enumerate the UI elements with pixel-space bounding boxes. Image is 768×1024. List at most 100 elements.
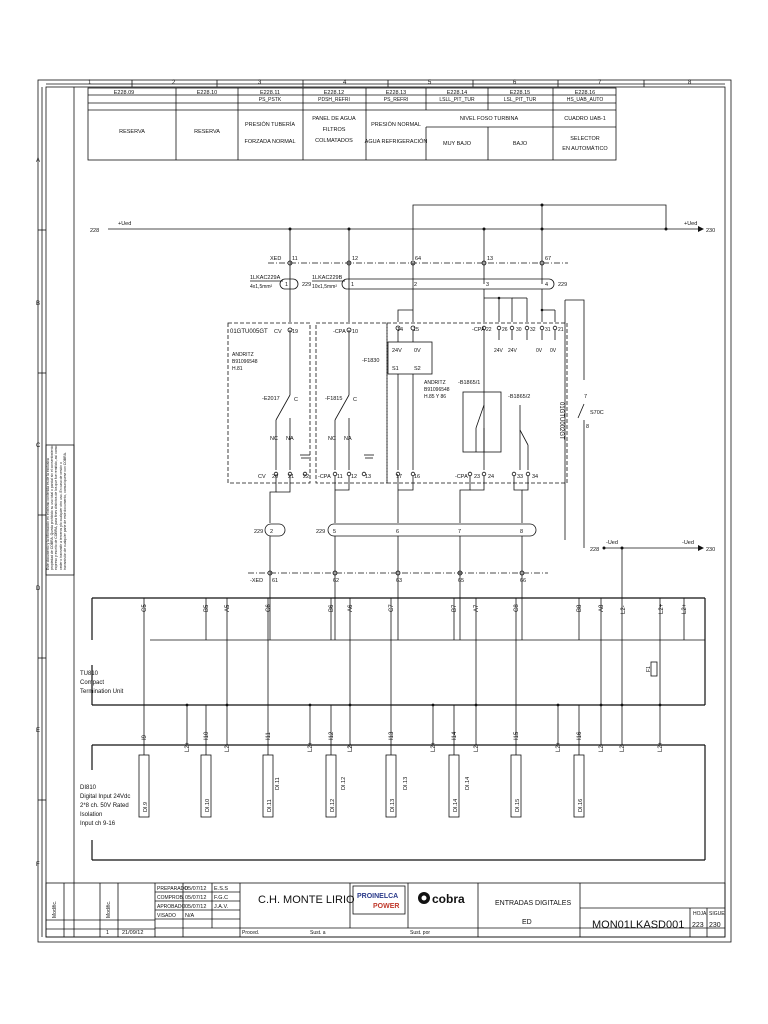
svg-text:01GTU005GT: 01GTU005GT	[230, 329, 268, 335]
svg-text:14: 14	[397, 327, 403, 333]
svg-text:DI.13: DI.13	[390, 799, 396, 812]
svg-text:12: 12	[351, 474, 357, 480]
bus-plus-ued-left: +Ued	[118, 221, 131, 227]
sheet-number: 223	[692, 922, 704, 929]
svg-text:I13: I13	[389, 731, 395, 740]
svg-text:PREPARADO: PREPARADO	[157, 886, 188, 892]
svg-text:Modific.: Modific.	[52, 901, 58, 918]
svg-text:DI.12: DI.12	[330, 799, 336, 812]
hdr-tag-8: HS_UAB_AUTO	[567, 97, 604, 103]
drawing-frame	[37, 79, 732, 943]
svg-text:I12: I12	[329, 731, 335, 740]
svg-text:H.85 Y 86: H.85 Y 86	[424, 394, 446, 400]
svg-text:-B1865/1: -B1865/1	[458, 380, 480, 386]
bus-right-ref: 230	[706, 228, 715, 234]
col-label-7: 7	[598, 80, 602, 86]
svg-text:CV: CV	[274, 329, 282, 335]
svg-text:-CPA: -CPA	[455, 474, 468, 480]
svg-text:01GTU002GT: 01GTU002GT	[558, 402, 564, 440]
svg-text:L2-: L2-	[348, 743, 354, 752]
device-box-01gtu005gt: 01GTU005GT ANDRITZ B91096548 H.81 CV 19 …	[227, 322, 388, 484]
next-sheet-number: 230	[709, 922, 721, 929]
svg-text:0V: 0V	[414, 348, 421, 354]
signal-header-table: E228.09 E228.10 E228.11 E228.12 E228.13 …	[87, 87, 617, 161]
svg-text:I16: I16	[577, 731, 583, 740]
hdr-desc-4b: FILTROS	[323, 127, 346, 133]
svg-text:C5: C5	[142, 604, 148, 612]
svg-text:11: 11	[337, 474, 343, 480]
svg-text:228: 228	[590, 547, 599, 553]
svg-text:5: 5	[333, 529, 336, 535]
svg-text:SIGUE: SIGUE	[709, 911, 725, 917]
svg-text:APROBADO: APROBADO	[157, 904, 185, 910]
svg-text:NA: NA	[344, 436, 352, 442]
svg-text:HOJA: HOJA	[693, 911, 707, 917]
svg-text:B7: B7	[452, 604, 458, 612]
hdr-desc-7: BAJO	[513, 141, 528, 147]
title-block: Modific. Modific. 1 21/09/12 PREPARADO C…	[45, 882, 726, 938]
svg-text:65: 65	[458, 578, 464, 584]
hdr-code-2: E228.10	[197, 90, 218, 96]
svg-text:S1: S1	[392, 366, 399, 372]
svg-text:-B1865/2: -B1865/2	[508, 394, 530, 400]
svg-text:ANDRITZ: ANDRITZ	[424, 380, 446, 386]
svg-text:21: 21	[288, 474, 294, 480]
svg-text:Sust. a: Sust. a	[310, 930, 326, 936]
svg-text:F1: F1	[646, 666, 652, 672]
svg-text:I9: I9	[142, 734, 148, 740]
svg-text:C6: C6	[266, 604, 272, 612]
svg-text:I11: I11	[266, 731, 272, 740]
svg-text:61: 61	[272, 578, 278, 584]
hdr-desc-8b: SELECTOR	[570, 136, 600, 142]
document-number: MON01LKASD001	[592, 919, 684, 931]
hdr-desc-8c: EN AUTOMÁTICO	[562, 145, 608, 152]
hdr-desc-2: RESERVA	[194, 129, 220, 135]
sheet-title: ENTRADAS DIGITALES	[495, 900, 571, 907]
hdr-desc-6: MUY BAJO	[443, 141, 472, 147]
svg-text:10: 10	[352, 329, 358, 335]
svg-text:0V: 0V	[536, 348, 543, 354]
svg-text:C8: C8	[514, 604, 520, 612]
svg-text:7: 7	[584, 394, 587, 400]
svg-text:2*8 ch. 50V Rated: 2*8 ch. 50V Rated	[80, 803, 129, 809]
di810-digital-input-module: DI810 Digital Input 24Vdc 2*8 ch. 50V Ra…	[80, 705, 706, 861]
row-label-e: E	[36, 728, 40, 734]
row-label-d: D	[36, 586, 41, 592]
svg-text:L2-: L2-	[620, 743, 626, 752]
svg-text:H.81: H.81	[232, 366, 243, 372]
cable-a-name: 1LKAC229A	[250, 275, 281, 281]
svg-text:22: 22	[486, 327, 492, 333]
row-label-a: A	[36, 158, 40, 164]
svg-text:30: 30	[516, 327, 522, 333]
svg-text:4: 4	[545, 282, 548, 288]
svg-text:C: C	[353, 397, 357, 403]
svg-text:E.S.S: E.S.S	[214, 886, 228, 892]
svg-text:DI.15: DI.15	[515, 799, 521, 812]
svg-text:DI.10: DI.10	[205, 799, 211, 812]
svg-text:24: 24	[488, 474, 494, 480]
svg-text:Compact: Compact	[80, 680, 104, 686]
proinelca-logo	[352, 885, 406, 915]
svg-text:8: 8	[586, 424, 589, 430]
svg-text:B8: B8	[577, 604, 583, 612]
svg-text:62: 62	[333, 578, 339, 584]
svg-text:F.G.C: F.G.C	[214, 895, 228, 901]
svg-text:B91096548: B91096548	[232, 359, 258, 365]
svg-text:NC: NC	[328, 436, 336, 442]
svg-text:12: 12	[352, 256, 358, 262]
svg-text:1: 1	[285, 282, 288, 288]
svg-text:C: C	[294, 397, 298, 403]
svg-text:15: 15	[413, 327, 419, 333]
cable-b-spec: 10x1,5mm²	[312, 284, 337, 290]
col-label-3: 3	[258, 80, 262, 86]
svg-text:6: 6	[396, 529, 399, 535]
svg-text:1: 1	[106, 930, 109, 936]
svg-text:L2+: L2+	[308, 741, 314, 752]
svg-text:C7: C7	[389, 604, 395, 612]
column-ruler: 1 2 3 4 5 6 7 8	[46, 80, 725, 87]
svg-text:L2+: L2+	[185, 741, 191, 752]
svg-text:A6: A6	[348, 604, 354, 612]
svg-text:L2+: L2+	[659, 603, 665, 614]
col-label-6: 6	[513, 80, 517, 86]
